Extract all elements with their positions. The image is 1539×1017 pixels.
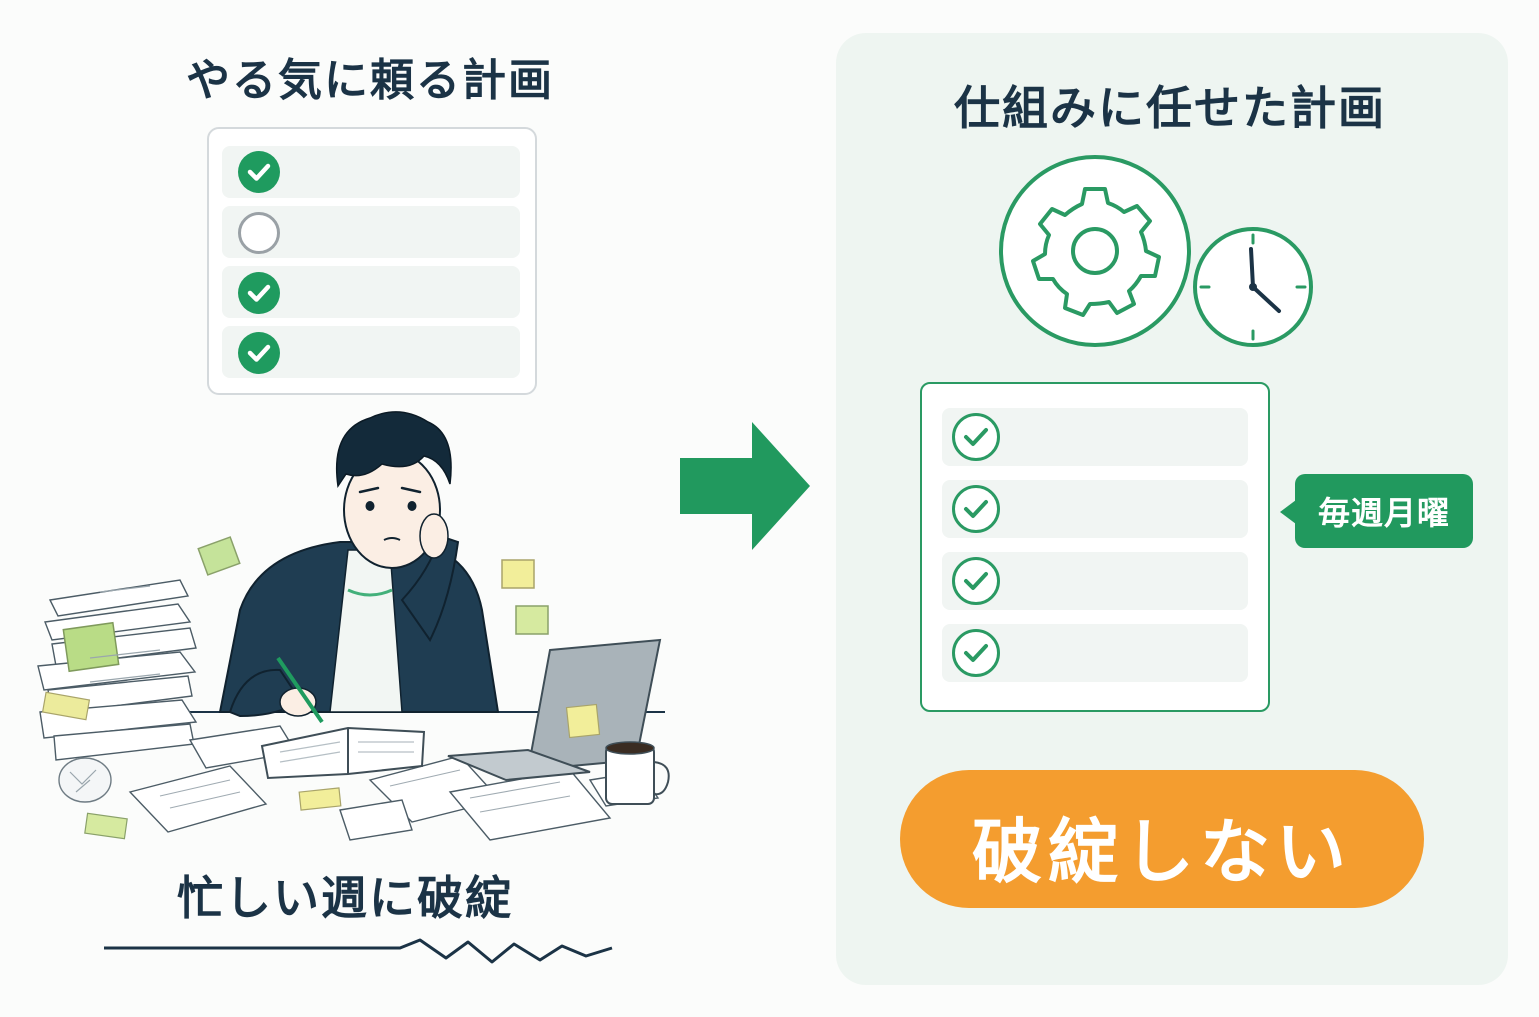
crumpled-paper — [58, 757, 112, 803]
left-caption: 忙しい週に破綻 — [177, 871, 513, 925]
right-arrow-icon — [680, 422, 810, 550]
unchecked-circle-icon — [238, 212, 280, 254]
sticky-note — [501, 559, 535, 589]
checked-outline-icon — [952, 413, 1000, 461]
checked-outline-icon — [952, 485, 1000, 533]
broken-trend-line — [104, 938, 613, 964]
checked-icon — [238, 332, 280, 374]
result-pill — [900, 770, 1424, 908]
weekly-badge-label: 毎週月曜 — [1317, 494, 1450, 532]
sticky-note — [515, 605, 549, 635]
stressed-person-illustration — [37, 411, 670, 841]
weekly-badge — [1295, 474, 1473, 548]
sticky-note — [62, 621, 120, 673]
sticky-note — [197, 536, 241, 576]
checked-outline-icon — [952, 557, 1000, 605]
checked-outline-icon — [952, 629, 1000, 677]
clock-icon — [1193, 227, 1313, 347]
checked-icon — [238, 151, 280, 193]
badge-pointer — [1280, 500, 1296, 524]
pen-icon — [276, 656, 324, 724]
paper-stack — [37, 579, 198, 761]
gear-icon — [999, 155, 1191, 347]
checked-icon — [238, 272, 280, 314]
result-label: 破綻しない — [972, 811, 1352, 893]
left-title: やる気に頼る計画 — [186, 55, 554, 106]
right-title: 仕組みに任せた計画 — [954, 81, 1386, 135]
